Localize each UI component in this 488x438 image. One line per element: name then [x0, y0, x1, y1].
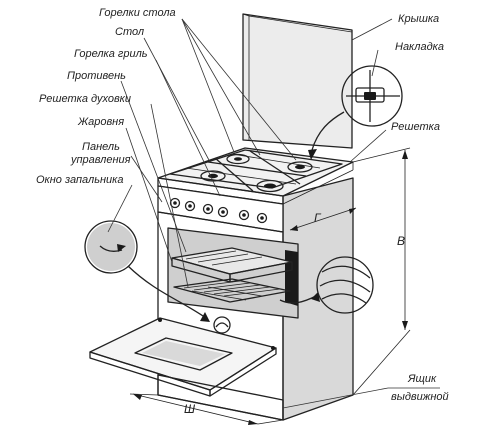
- label-drawer-line1: Ящик: [407, 373, 437, 385]
- hob-grate: [169, 149, 343, 192]
- dimension-depth: [289, 207, 357, 231]
- arrow-from-ignition: [127, 265, 207, 319]
- label-lid: Крышка: [398, 13, 439, 25]
- burners-group: [200, 153, 313, 193]
- label-grill-burner: Горелка гриль: [74, 48, 148, 60]
- ignition-hole: [213, 316, 231, 334]
- label-ignition-window: Окно запальника: [36, 174, 123, 186]
- arrow-to-burner: [311, 111, 345, 151]
- dimension-height: [352, 147, 411, 396]
- dimension-width-label: Ш: [184, 402, 196, 416]
- detail-callout-cap: [341, 65, 403, 127]
- label-control-panel-line2: управления: [70, 154, 131, 166]
- dimension-height-label: В: [397, 234, 405, 248]
- label-roasting-pan: Жаровня: [77, 116, 124, 128]
- label-grate: Решетка: [391, 121, 440, 133]
- label-table: Стол: [115, 26, 144, 38]
- dimension-depth-label: Г: [314, 211, 322, 225]
- oven-door: [89, 317, 277, 397]
- leaders-left: [107, 18, 297, 288]
- label-oven-rack: Решетка духовки: [39, 93, 131, 105]
- detail-callout-ignition: [84, 220, 138, 274]
- knob-row: [169, 197, 268, 224]
- lid: [242, 13, 353, 149]
- label-cap: Накладка: [395, 41, 444, 53]
- stove-drawing: [89, 13, 354, 421]
- label-drawer-line2: выдвижной: [391, 391, 449, 403]
- oven-rack: [173, 278, 291, 303]
- detail-callout-rack-rail: [316, 256, 374, 314]
- label-burners: Горелки стола: [99, 7, 176, 19]
- label-baking-tray: Противень: [67, 70, 126, 82]
- dimension-width: [129, 393, 284, 425]
- label-control-panel-line1: Панель: [82, 141, 120, 153]
- leaders-right: [282, 18, 440, 409]
